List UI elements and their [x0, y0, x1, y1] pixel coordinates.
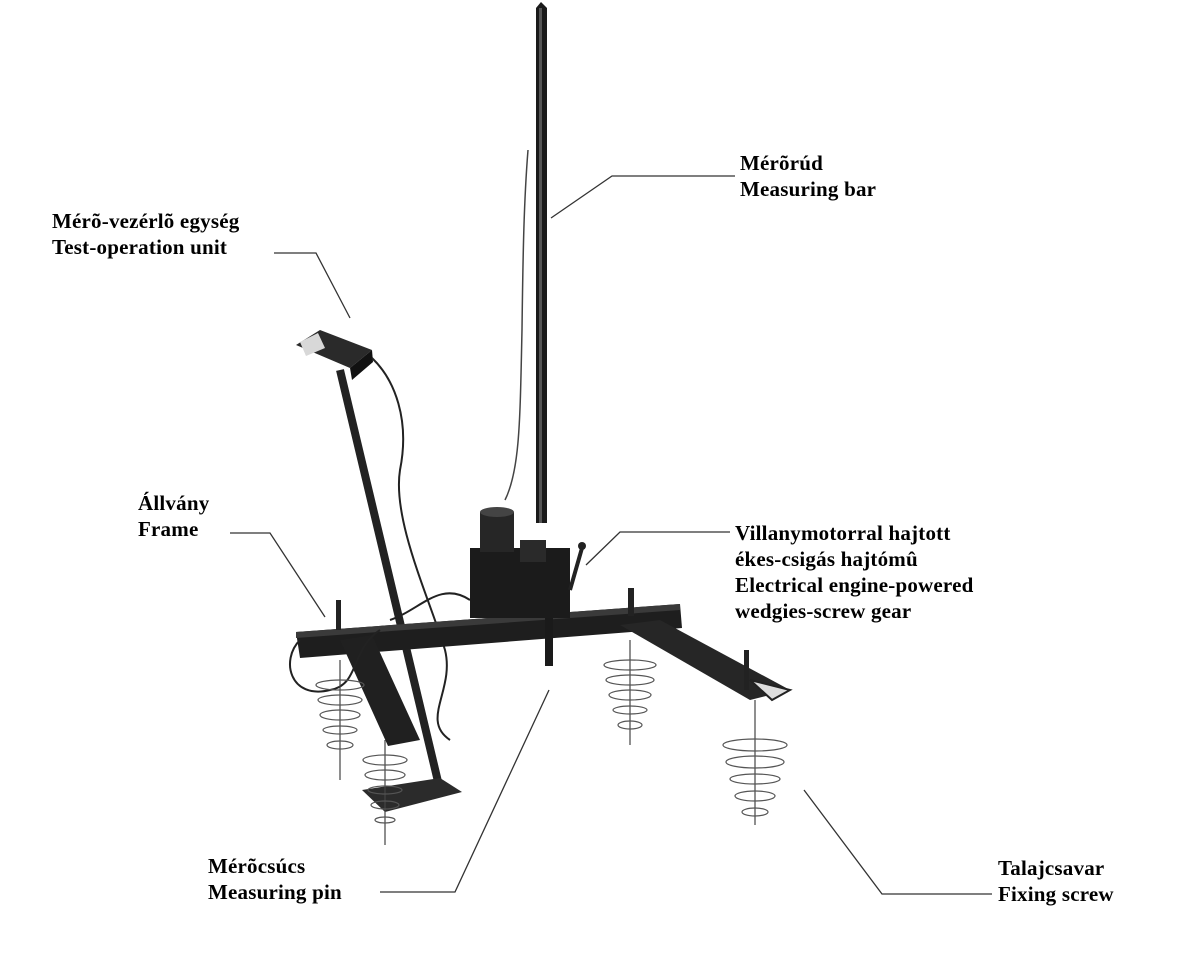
test-operation-unit-label-hu: Mérõ-vezérlõ egység — [52, 209, 240, 233]
fixing-screw-label-en: Fixing screw — [998, 882, 1114, 906]
test-operation-unit-device — [296, 149, 529, 812]
leader-test-operation-unit — [274, 252, 351, 319]
measuring-bar-label-hu: Mérõrúd — [740, 151, 824, 175]
frame-label: Állvány Frame — [138, 490, 209, 542]
leader-measuring-pin — [380, 689, 550, 893]
measuring-bar-rod — [536, 2, 547, 523]
leader-gear — [585, 531, 730, 566]
leader-fixing-screw — [803, 789, 992, 895]
measuring-pin-label-en: Measuring pin — [208, 880, 342, 904]
screw-center-left — [362, 740, 408, 845]
measuring-pin-label: Mérõcsúcs Measuring pin — [208, 853, 342, 905]
gear-label: Villanymotorral hajtott ékes-csigás hajt… — [735, 520, 973, 624]
fixing-screw-spirals — [315, 640, 788, 845]
screw-right — [722, 700, 788, 825]
gear-label-en-line2: wedgies-screw gear — [735, 599, 912, 623]
frame-structure — [289, 588, 793, 746]
screw-center-right — [603, 640, 657, 745]
screw-left — [315, 660, 365, 780]
measuring-bar-label: Mérõrúd Measuring bar — [740, 150, 876, 202]
leader-lines — [230, 175, 992, 895]
frame-label-hu: Állvány — [138, 491, 210, 515]
gear-motor-assembly — [470, 507, 586, 666]
fixing-screw-label: Talajcsavar Fixing screw — [998, 855, 1114, 907]
leader-measuring-bar — [550, 175, 735, 219]
measuring-bar-label-en: Measuring bar — [740, 177, 877, 201]
fixing-screw-label-hu: Talajcsavar — [998, 856, 1105, 880]
gear-label-en-line1: Electrical engine-powered — [735, 573, 974, 597]
test-operation-unit-label-en: Test-operation unit — [52, 235, 228, 259]
gear-label-hu-line2: ékes-csigás hajtómû — [735, 547, 918, 571]
measuring-pin-label-hu: Mérõcsúcs — [208, 854, 306, 878]
leader-frame — [230, 532, 326, 618]
frame-label-en: Frame — [138, 517, 199, 541]
gear-label-hu-line1: Villanymotorral hajtott — [735, 521, 951, 545]
test-operation-unit-label: Mérõ-vezérlõ egység Test-operation unit — [52, 208, 239, 260]
